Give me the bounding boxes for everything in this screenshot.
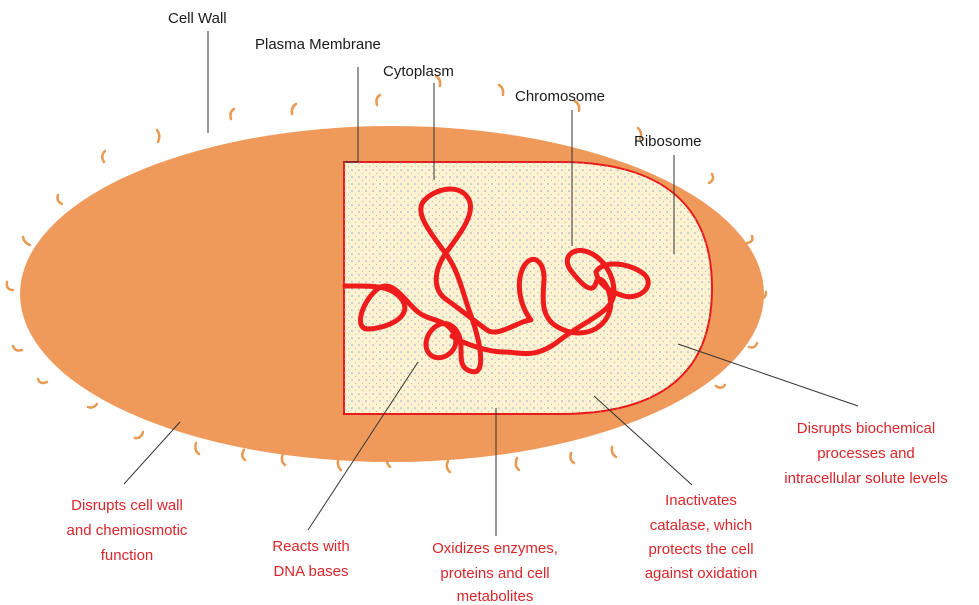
label-plasma-membrane: Plasma Membrane bbox=[255, 36, 381, 53]
effect-catalase: Inactivates catalase, which protects the… bbox=[645, 492, 758, 582]
effect-biochem: Disrupts biochemical processes and intra… bbox=[784, 420, 947, 487]
label-cytoplasm: Cytoplasm bbox=[383, 63, 454, 80]
effect-enzymes-line: metabolites bbox=[457, 588, 534, 605]
label-ribosome: Ribosome bbox=[634, 133, 702, 150]
effect-biochem-line: processes and bbox=[817, 445, 915, 462]
label-cell-wall: Cell Wall bbox=[168, 10, 227, 27]
effect-enzymes-line: Oxidizes enzymes, bbox=[432, 540, 558, 557]
effect-enzymes: Oxidizes enzymes, proteins and cell meta… bbox=[432, 540, 558, 605]
effect-wall-line: function bbox=[101, 547, 154, 564]
effect-dna: Reacts with DNA bases bbox=[272, 538, 350, 580]
effect-wall-line: and chemiosmotic bbox=[67, 522, 188, 539]
effect-wall-line: Disrupts cell wall bbox=[71, 497, 183, 514]
effect-catalase-line: catalase, which bbox=[650, 517, 753, 534]
effect-wall: Disrupts cell wall and chemiosmotic func… bbox=[67, 497, 188, 564]
effect-catalase-line: against oxidation bbox=[645, 565, 758, 582]
effect-enzymes-line: proteins and cell bbox=[440, 565, 549, 582]
effect-catalase-line: Inactivates bbox=[665, 492, 737, 509]
ribosome-dots bbox=[344, 162, 712, 414]
effect-catalase-line: protects the cell bbox=[648, 541, 753, 558]
effect-biochem-line: Disrupts biochemical bbox=[797, 420, 935, 437]
label-chromosome: Chromosome bbox=[515, 88, 605, 105]
effect-dna-line: Reacts with bbox=[272, 538, 350, 555]
effect-dna-line: DNA bases bbox=[273, 563, 348, 580]
effect-biochem-line: intracellular solute levels bbox=[784, 470, 947, 487]
